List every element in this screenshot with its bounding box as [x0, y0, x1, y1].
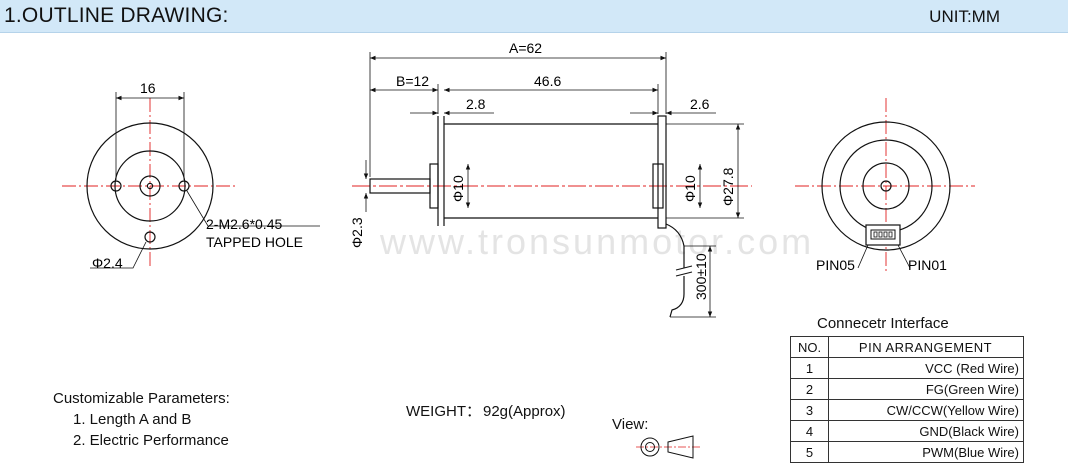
header-pin-arrangement: PIN ARRANGEMENT [828, 336, 1024, 358]
projection-symbol [636, 435, 700, 459]
rear-cap [657, 115, 667, 229]
front-view [62, 92, 320, 269]
pin-number: 3 [790, 399, 829, 421]
pin-function: GND(Black Wire) [828, 420, 1024, 442]
customizable-item-2: 2. Electric Performance [73, 432, 229, 449]
dim-rear-boss-label: 2.6 [690, 96, 710, 112]
pin-number: 5 [790, 441, 829, 463]
tapped-hole-left [110, 180, 122, 192]
dia-shaft-label: Φ2.3 [349, 217, 365, 248]
table-row: 2 FG(Green Wire) [790, 378, 1024, 400]
pin-function: FG(Green Wire) [828, 378, 1024, 400]
weight-info: WEIGHT：92g(Approx) [406, 400, 566, 421]
pin-hole [144, 231, 156, 243]
outer-circle [86, 122, 214, 250]
table-row: 1 VCC (Red Wire) [790, 357, 1024, 379]
rear-outer-circle [821, 121, 951, 251]
section-title: 1.OUTLINE DRAWING: [4, 4, 229, 27]
header-no: NO. [790, 336, 829, 358]
customizable-parameters: Customizable Parameters: 1. Length A and… [53, 388, 230, 451]
rear-boss-circle [862, 162, 910, 210]
wire-length-label: 300±10 [693, 253, 709, 300]
shaft-center [146, 182, 154, 190]
shaft-circle [139, 175, 161, 197]
dia-body-label: Φ27.8 [720, 167, 736, 206]
pin-number: 1 [790, 357, 829, 379]
outline-drawing: www.tronsunmotor.com 16 2-M2.6*0.45 TAPP… [62, 40, 975, 459]
view-label: View: [612, 416, 649, 433]
pin-left-label: PIN05 [816, 257, 855, 273]
pin-dia-label: Φ2.4 [92, 255, 123, 271]
hole-label-2: TAPPED HOLE [206, 234, 303, 250]
wire [665, 223, 685, 268]
pin-function: CW/CCW(Yellow Wire) [828, 399, 1024, 421]
pin-function: VCC (Red Wire) [828, 357, 1024, 379]
hole-label-1: 2-M2.6*0.45 [206, 216, 282, 232]
watermark: www.tronsunmotor.com [379, 221, 814, 262]
connector-title: Connecetr Interface [817, 315, 949, 332]
dim-body-label: 46.6 [534, 73, 561, 89]
dim-b-label: B=12 [396, 73, 429, 89]
connector-table: NO. PIN ARRANGEMENT 1 VCC (Red Wire) 2 F… [790, 336, 1024, 463]
pin-function: PWM(Blue Wire) [828, 441, 1024, 463]
table-row: 3 CW/CCW(Yellow Wire) [790, 399, 1024, 421]
pin-number: 4 [790, 420, 829, 442]
table-header-row: NO. PIN ARRANGEMENT [790, 336, 1024, 358]
unit-label: UNIT:MM [929, 7, 1000, 26]
rear-boss [652, 163, 664, 209]
dia-rear-boss-label: Φ10 [682, 175, 698, 202]
dia-front-boss-label: Φ10 [450, 175, 466, 202]
table-row: 4 GND(Black Wire) [790, 420, 1024, 442]
customizable-heading: Customizable Parameters: [53, 390, 230, 407]
section-header: 1.OUTLINE DRAWING: UNIT:MM [0, 0, 1068, 33]
tapped-hole-right [178, 180, 190, 192]
side-view [352, 52, 752, 318]
weight-label: WEIGHT： [406, 403, 481, 420]
table-row: 5 PWM(Blue Wire) [790, 441, 1024, 463]
weight-value: 92g(Approx) [483, 403, 566, 420]
pin-number: 2 [790, 378, 829, 400]
dim-a-label: A=62 [509, 40, 542, 56]
pin-right-label: PIN01 [908, 257, 947, 273]
dim-front-boss-label: 2.8 [466, 96, 486, 112]
rear-center [880, 180, 892, 192]
customizable-item-1: 1. Length A and B [73, 411, 192, 428]
rear-view [795, 98, 975, 272]
dim-width-label: 16 [140, 80, 156, 96]
inner-circle [114, 150, 186, 222]
